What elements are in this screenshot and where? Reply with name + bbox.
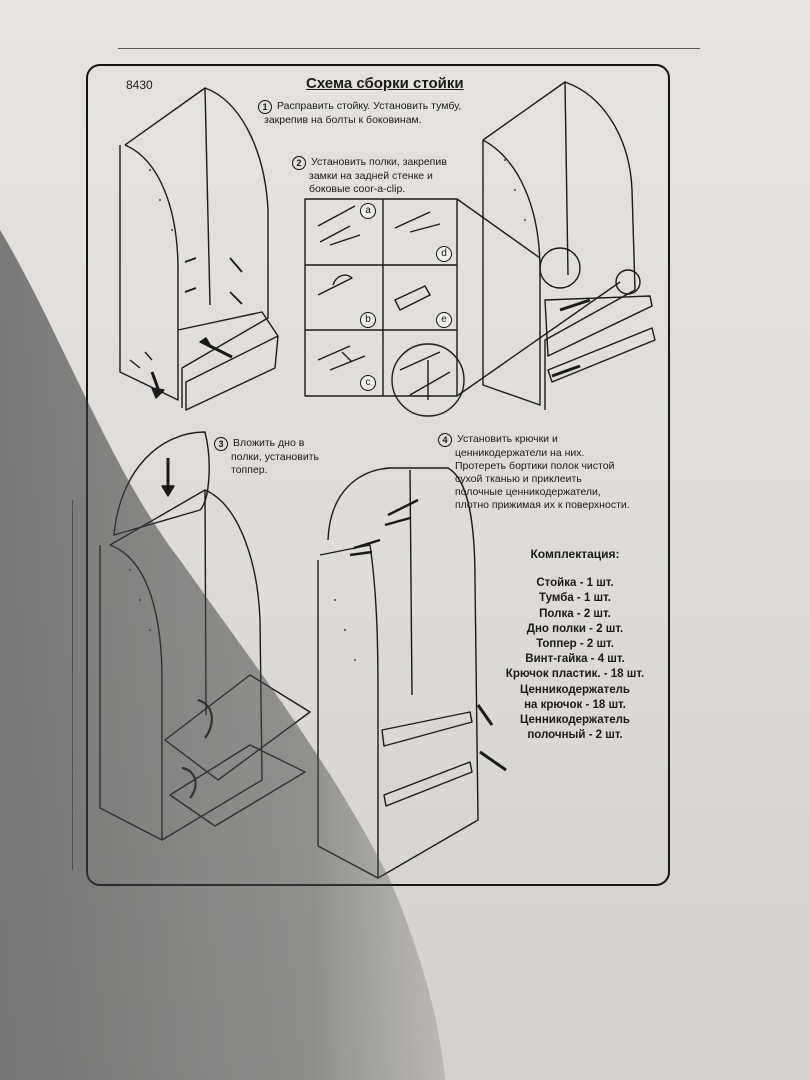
detail-label-c: c	[360, 375, 376, 391]
figure-rack-with-topper	[99, 431, 311, 841]
kit-item: Ценникодержатель	[519, 683, 631, 696]
kit-item: Крючок пластик. - 18 шт.	[505, 668, 645, 681]
model-code: 8430	[126, 78, 153, 92]
step-2-number: 2	[292, 156, 306, 170]
kit-item: Тумба - 1 шт.	[539, 592, 611, 605]
kit-item: полочный - 2 шт.	[527, 729, 623, 742]
figure-rack-with-base	[119, 87, 279, 411]
detail-label-a: a	[360, 203, 376, 219]
sheet-title: Схема сборки стойки	[306, 75, 464, 92]
kit-title: Комплектация:	[530, 547, 620, 561]
kit-item: Дно полки - 2 шт.	[526, 622, 624, 635]
step-3-number: 3	[214, 437, 228, 451]
detail-label-d: d	[436, 246, 452, 262]
step-4-number: 4	[438, 433, 452, 447]
kit-list: Комплектация: Стойка - 1 шт. Тумба - 1 ш…	[475, 547, 675, 743]
top-rule-line	[118, 48, 700, 49]
kit-item: Стойка - 1 шт.	[536, 577, 614, 590]
detail-label-e: e	[436, 312, 452, 328]
kit-item: Полка - 2 шт.	[539, 607, 611, 620]
detail-label-b: b	[360, 312, 376, 328]
kit-item: Ценникодержатель	[519, 714, 631, 727]
step-1-number: 1	[258, 100, 272, 114]
rack-perforation-dots	[129, 159, 526, 661]
kit-item: Топпер - 2 шт.	[536, 638, 614, 651]
figure-rack-with-shelves	[391, 81, 656, 417]
kit-item: на крючок - 18 шт.	[524, 698, 626, 711]
kit-item: Винт-гайка - 4 шт.	[525, 653, 625, 666]
figure-detail-grid	[304, 198, 621, 397]
